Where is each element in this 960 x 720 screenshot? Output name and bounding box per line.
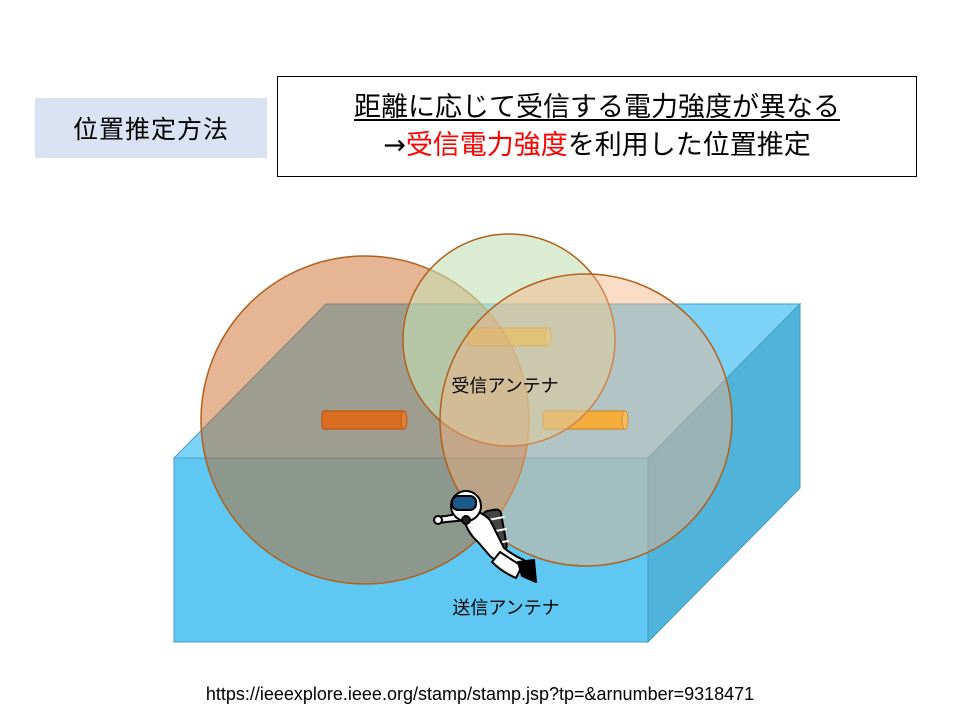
tank-front-face <box>173 457 649 643</box>
receiver-antenna-label: 受信アンテナ <box>451 376 558 397</box>
highlight-term: 受信電力強度 <box>405 129 568 161</box>
source-url[interactable]: https://ieeexplore.ieee.org/stamp/stamp.… <box>205 684 755 704</box>
diver-icon <box>433 490 537 583</box>
method-label: 位置推定方法 <box>35 98 267 158</box>
description-box: 距離に応じて受信する電力強度が異なる →受信電力強度を利用した位置推定 <box>277 76 917 177</box>
range-circle-center <box>402 233 616 447</box>
range-circle-right <box>439 273 733 567</box>
description-line-2: →受信電力強度を利用した位置推定 <box>383 127 811 165</box>
description-line-1: 距離に応じて受信する電力強度が異なる <box>354 91 840 123</box>
antenna-left <box>321 410 408 430</box>
arrow-prefix: → <box>383 129 406 161</box>
description-suffix: を利用した位置推定 <box>567 129 811 161</box>
transmitter-antenna-label: 送信アンテナ <box>452 598 559 619</box>
method-label-text: 位置推定方法 <box>72 115 229 144</box>
